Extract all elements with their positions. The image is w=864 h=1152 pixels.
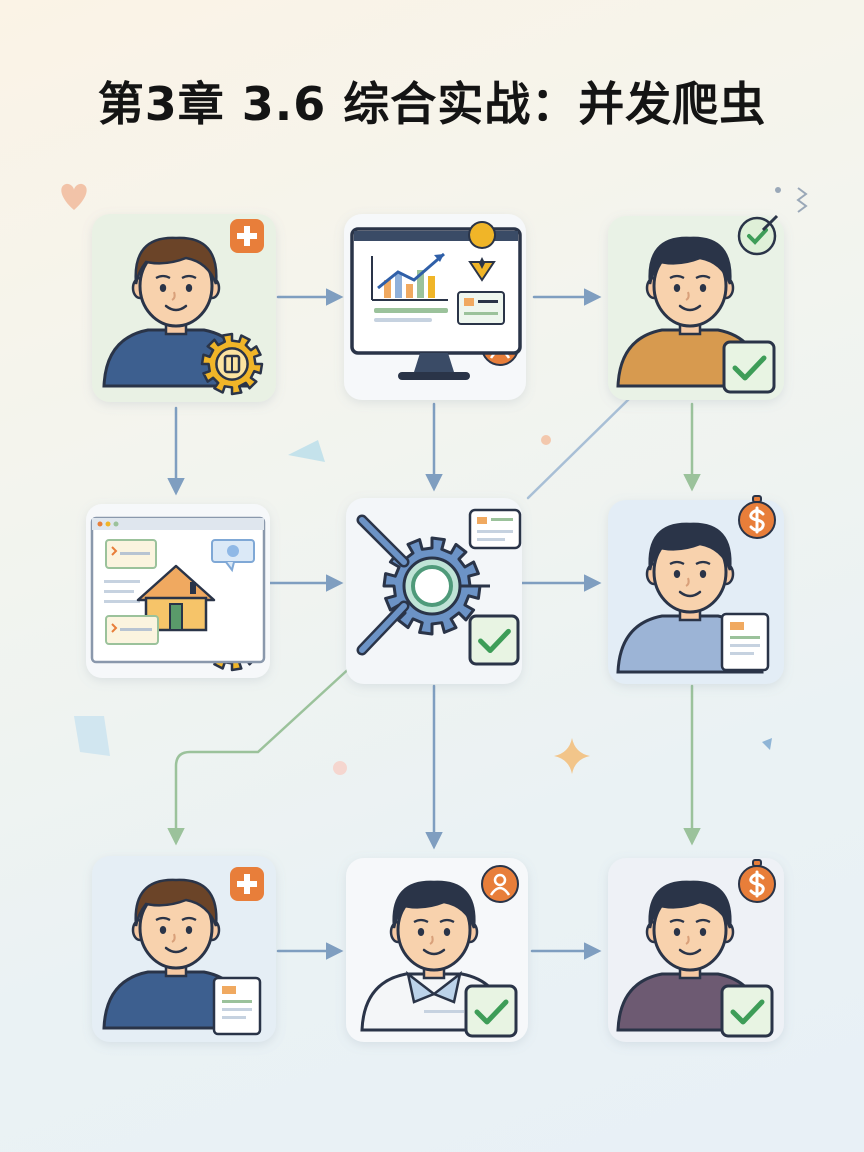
hair: [648, 880, 732, 929]
hair: [134, 236, 218, 285]
hair: [134, 878, 218, 927]
eye: [185, 926, 193, 934]
dot-decoration: [541, 435, 551, 445]
decorations: [61, 183, 808, 775]
eye: [185, 284, 193, 292]
node-n9: [608, 858, 784, 1042]
checkbox-icon: [468, 614, 520, 666]
eye: [159, 284, 167, 292]
nose: [171, 291, 176, 301]
message-card-icon: [468, 508, 522, 550]
user-badge-icon: [481, 865, 519, 903]
line-n3-n5: [526, 394, 634, 500]
arrow-n5-n7: [167, 662, 356, 846]
eyebrows: [413, 918, 455, 923]
document-icon: [720, 612, 770, 672]
node-n1: [92, 214, 276, 402]
crystal-decoration: [762, 738, 772, 750]
nose: [171, 933, 176, 943]
shirt-line: [424, 1010, 464, 1013]
document-icon: [212, 976, 262, 1036]
hair: [392, 880, 476, 929]
mouth: [164, 946, 188, 954]
node-n6: [608, 495, 784, 684]
eye: [159, 926, 167, 934]
hair: [648, 236, 732, 285]
mouth: [678, 304, 702, 312]
eyebrows: [155, 274, 197, 279]
eyebrows: [669, 918, 711, 923]
webpage-icon: [90, 516, 266, 664]
checkbox-icon: [720, 984, 774, 1038]
eye: [699, 284, 707, 292]
dot-decoration: [775, 187, 781, 193]
hub-icon: [356, 514, 490, 656]
checkbox-icon: [464, 984, 518, 1038]
nose: [685, 577, 690, 587]
crystal-decoration: [74, 716, 110, 756]
nose: [429, 935, 434, 945]
eyebrows: [155, 916, 197, 921]
eye: [673, 284, 681, 292]
page-title: 第3章 3.6 综合实战：并发爬虫: [97, 77, 767, 131]
check-badge-icon: [737, 214, 779, 256]
person-avatar: [616, 236, 764, 388]
heart-icon: [61, 183, 87, 210]
nose: [685, 291, 690, 301]
eye: [417, 928, 425, 936]
squiggle-decoration: [796, 187, 808, 213]
mouth: [422, 948, 446, 956]
eye: [699, 570, 707, 578]
eyebrows: [669, 560, 711, 565]
plus-badge-icon: [230, 867, 264, 901]
monitor-icon: [350, 221, 522, 380]
eye: [673, 570, 681, 578]
hair: [648, 522, 732, 571]
eye: [673, 928, 681, 936]
gear-icon: [200, 332, 264, 396]
mouth: [164, 304, 188, 312]
mouth: [678, 948, 702, 956]
crystal-decoration: [288, 440, 325, 462]
nose: [685, 935, 690, 945]
checkbox-icon: [722, 340, 776, 394]
node-n3: [608, 214, 784, 400]
dollar-badge-icon: [738, 859, 776, 903]
sparkle-icon: [554, 738, 590, 774]
node-n8: [346, 858, 528, 1042]
dot-decoration: [333, 761, 347, 775]
eye: [699, 928, 707, 936]
dollar-badge-icon: [738, 495, 776, 539]
connectors: [167, 288, 701, 960]
mouth: [678, 590, 702, 598]
eye: [443, 928, 451, 936]
plus-badge-icon: [230, 219, 264, 253]
shirt-collar: [406, 970, 462, 1004]
person-avatar: [102, 878, 250, 1030]
node-n7: [92, 856, 276, 1042]
eyebrows: [669, 274, 711, 279]
